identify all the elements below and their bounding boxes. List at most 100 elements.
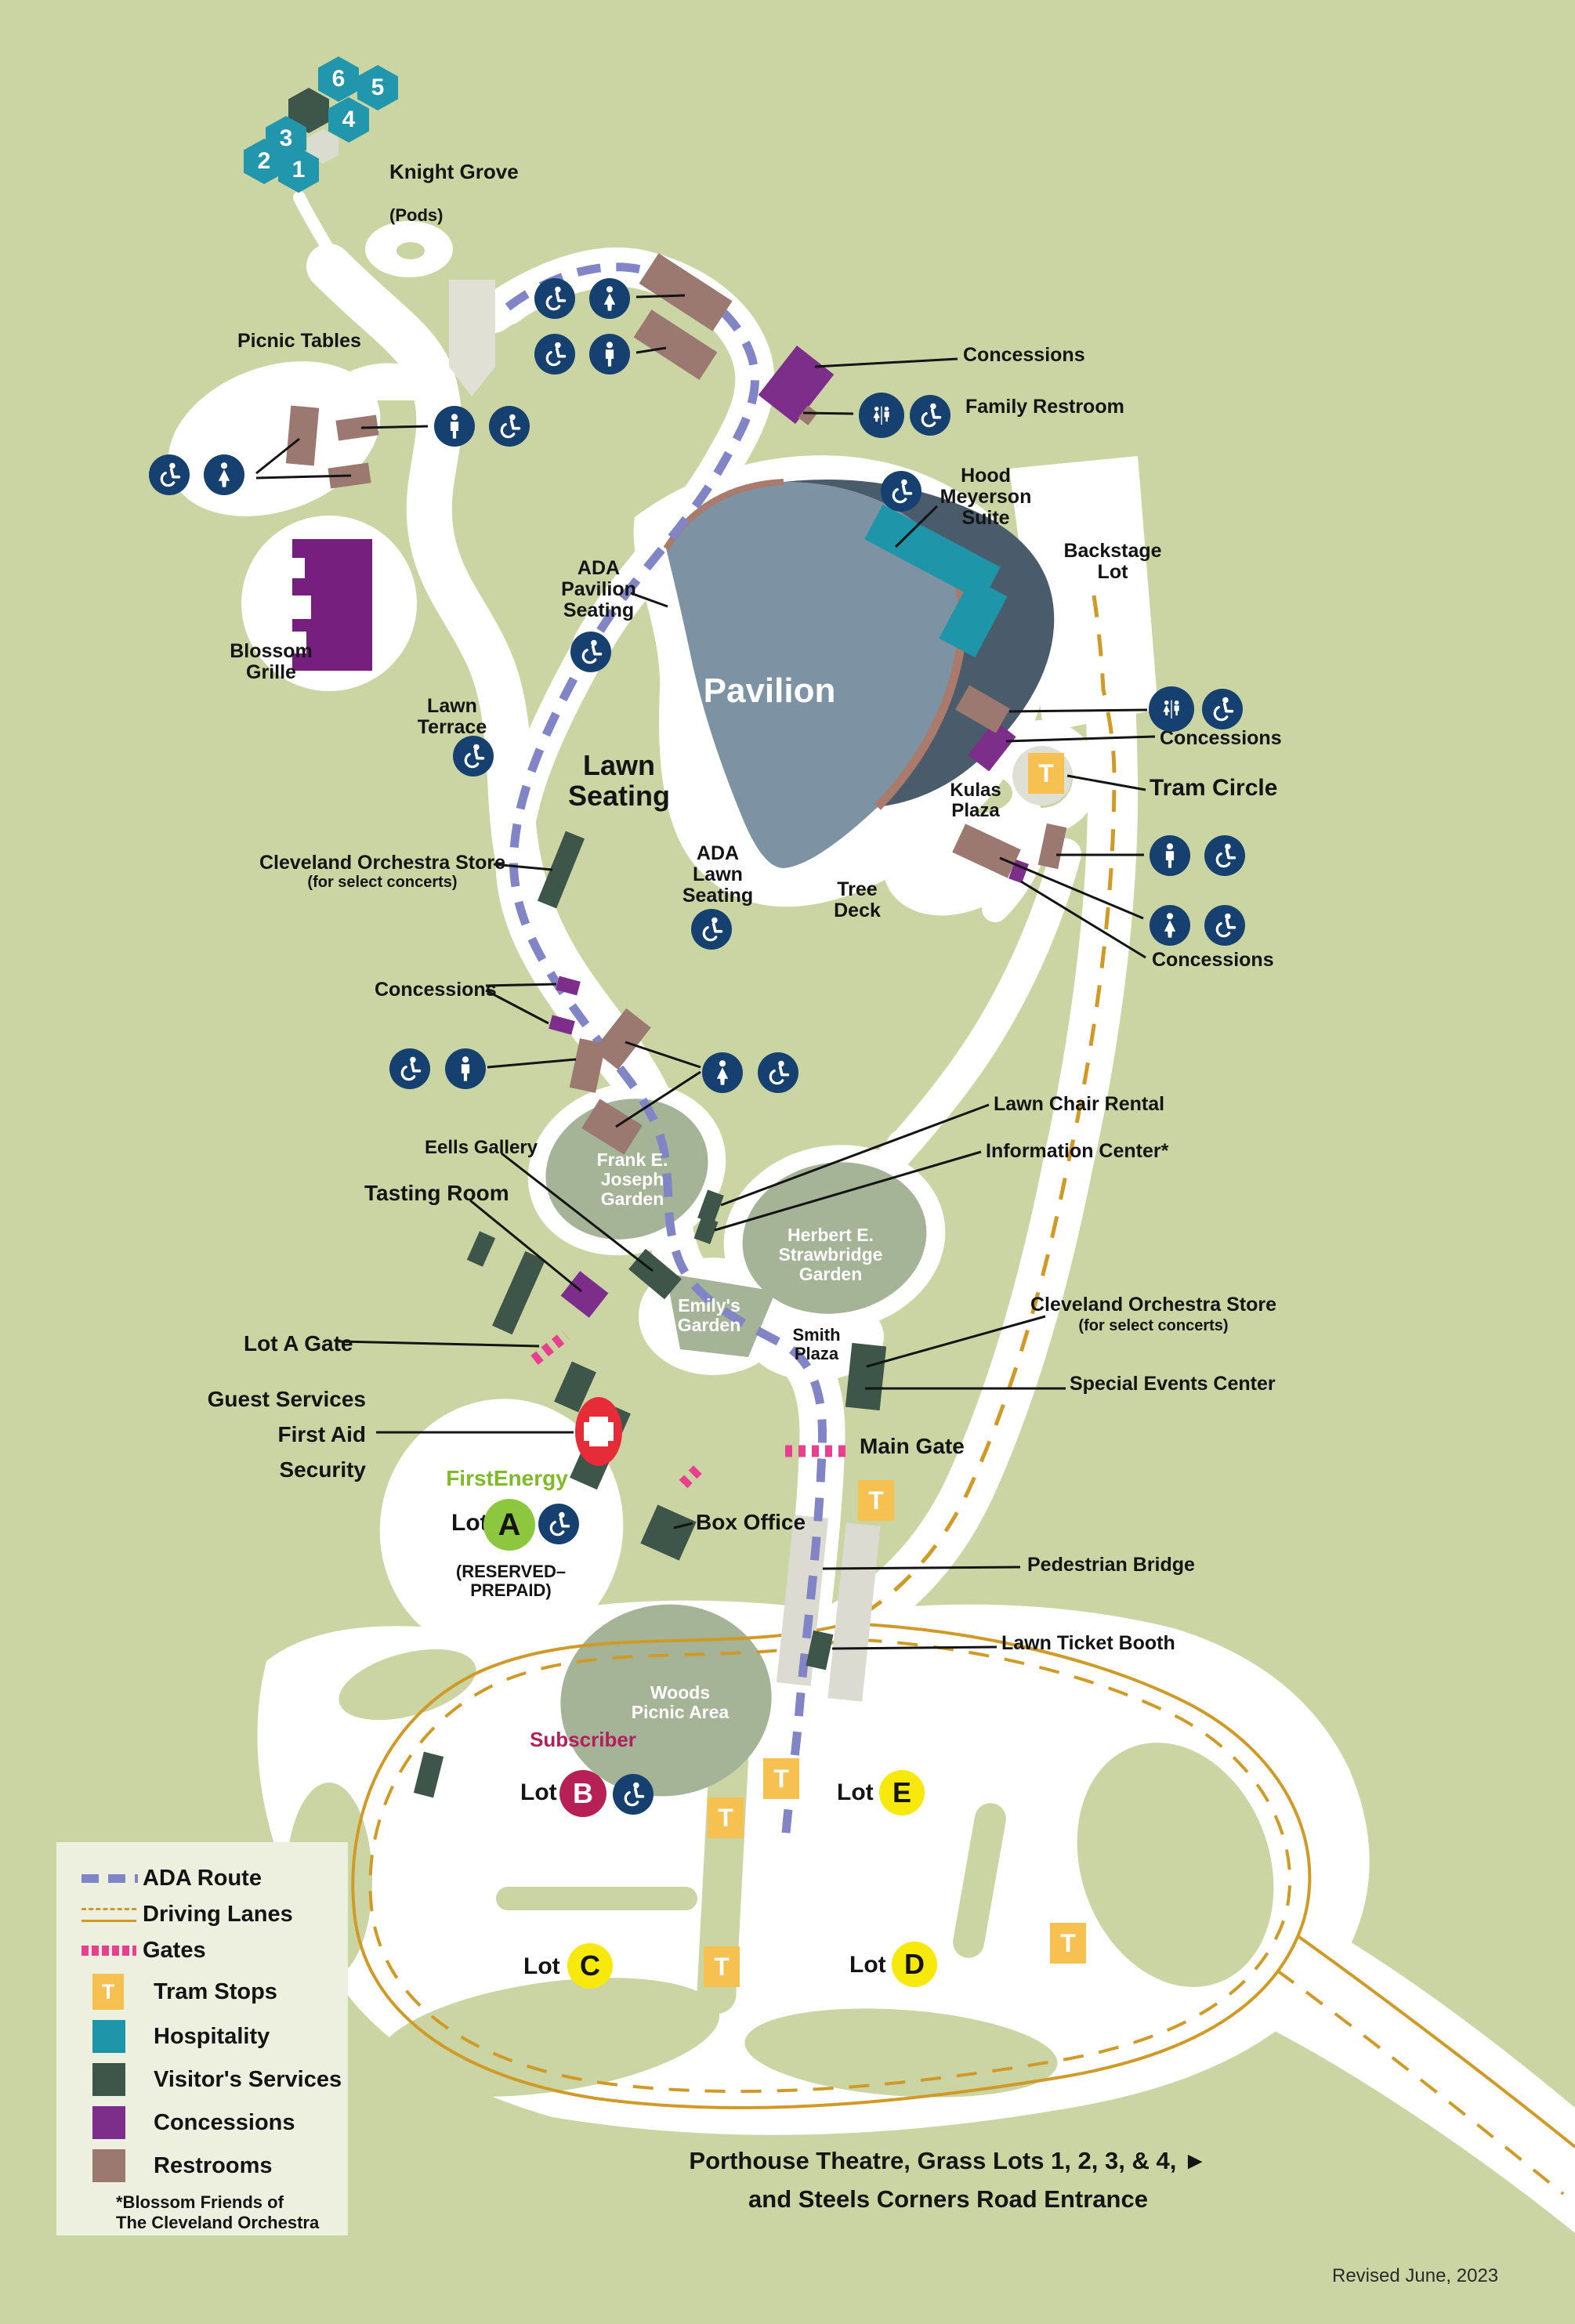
pod-4-label: 4 (342, 107, 356, 132)
wheelchair-icon (1204, 835, 1245, 876)
lot-c-word: Lot (523, 1953, 560, 1979)
pod-1-label: 1 (291, 157, 306, 183)
restrooms-swatch (92, 2149, 125, 2182)
lot-a-word: Lot (451, 1510, 488, 1536)
main-gate-label: Main Gate (860, 1434, 965, 1458)
womens-restroom-icon (702, 1052, 743, 1093)
concessions-mid-label: Concessions (375, 979, 497, 1001)
tram-stop-tram-circle[interactable]: T (1028, 753, 1064, 794)
lawn-ticket-booth-label: Lawn Ticket Booth (1001, 1632, 1175, 1654)
legend-item-hospitality: Hospitality (81, 2020, 348, 2053)
legend-label: Hospitality (154, 2023, 270, 2049)
legend-label: Tram Stops (154, 1978, 277, 2004)
family-restroom-label: Family Restroom (965, 396, 1124, 418)
legend-label: ADA Route (143, 1866, 262, 1891)
orchestra-store-2-sub: (for select concerts) (1078, 1317, 1229, 1334)
lawn-terrace-label: Lawn Terrace (417, 695, 487, 738)
pedestrian-bridge-label: Pedestrian Bridge (1027, 1554, 1195, 1576)
knight-grove-title: Knight Grove (389, 160, 519, 183)
tram-stop-letter: T (773, 1764, 789, 1793)
pod-6-label: 6 (331, 66, 346, 92)
pavilion-label: Pavilion (703, 671, 836, 710)
smith-plaza-label: Smith Plaza (792, 1325, 841, 1363)
picnic-tables-label: Picnic Tables (237, 330, 361, 352)
backstage-lot-label: Backstage Lot (1063, 540, 1162, 583)
woods-picnic-area-blob (560, 1604, 772, 1797)
box-office-label: Box Office (696, 1510, 806, 1534)
lot-a-gate-label: Lot A Gate (244, 1331, 353, 1356)
legend-label: Gates (143, 1938, 206, 1963)
stage-structure (449, 280, 495, 396)
legend-label: Driving Lanes (143, 1902, 293, 1927)
wheelchair-icon (910, 395, 950, 436)
pod-5-label: 5 (371, 74, 385, 100)
tram-stop-lot-b[interactable]: T (708, 1797, 744, 1838)
gates-swatch (81, 1946, 136, 1956)
mens-restroom-icon (1150, 835, 1190, 876)
legend-item-restrooms: Restrooms (81, 2149, 348, 2182)
gardens (545, 1099, 927, 1797)
wheelchair-icon (613, 1774, 654, 1815)
wheelchair-icon (1202, 689, 1243, 729)
woods-picnic-area-label: Woods Picnic Area (631, 1682, 730, 1722)
herbert-e-strawbridge-garden-area (742, 1162, 927, 1314)
mens-restroom-icon (589, 334, 630, 375)
driving-lanes (351, 595, 1575, 2195)
revised-date: Revised June, 2023 (1332, 2265, 1499, 2286)
wheelchair-icon (534, 278, 575, 319)
lot-e-marker[interactable]: E (879, 1770, 925, 1815)
wheelchair-icon (538, 1504, 579, 1544)
ada-route-path (505, 262, 827, 1834)
wheelchair-icon (758, 1052, 798, 1093)
lot-c-letter: C (580, 1949, 600, 1982)
mens-restroom-icon (445, 1048, 486, 1089)
wheelchair-icon (389, 1048, 430, 1089)
legend-item-ada-route: ADA Route (81, 1866, 348, 1891)
orchestra-store-1-sub: (for select concerts) (307, 874, 458, 891)
wheelchair-icon (691, 909, 732, 950)
tram-stop-lot-d[interactable]: T (1050, 1923, 1086, 1964)
concessions-swatch (92, 2106, 125, 2139)
lawn-seating-label: Lawn Seating (567, 749, 671, 812)
wheelchair-icon (570, 632, 611, 672)
legend-item-visitors-services: Visitor's Services (81, 2063, 348, 2096)
ada-lawn-seating-label: ADA Lawn Seating (682, 842, 754, 907)
herbert-strawbridge-garden-label: Herbert E. Strawbridge Garden (778, 1225, 883, 1284)
driving-lanes-swatch (81, 1907, 136, 1922)
wheelchair-icon (534, 334, 575, 375)
tram-stop-letter: T (1060, 1928, 1076, 1957)
lot-a-marker[interactable]: A (483, 1499, 535, 1551)
knight-grove-sublabel: (Pods) (389, 205, 444, 225)
legend-label: Concessions (154, 2109, 295, 2135)
reserved-prepaid-label: (RESERVED– PREPAID) (455, 1562, 567, 1600)
frank-joseph-garden-label: Frank E. Joseph Garden (596, 1149, 668, 1209)
wheelchair-icon (881, 471, 921, 512)
blossom-grille-building (292, 539, 372, 671)
lot-b-marker[interactable]: B (559, 1770, 606, 1817)
pod-2-label: 2 (257, 148, 271, 174)
lot-c-marker[interactable]: C (567, 1943, 613, 1989)
guest-services-label: Guest Services First Aid Security (207, 1387, 366, 1482)
orchestra-store-1-label: Cleveland Orchestra Store (259, 852, 506, 874)
emilys-garden-label: Emily's Garden (677, 1295, 741, 1335)
lot-d-marker[interactable]: D (892, 1942, 937, 1987)
concessions-right-lower-label: Concessions (1152, 949, 1274, 971)
legend-footnote: *Blossom Friends of The Cleveland Orches… (116, 2192, 320, 2233)
legend-item-concessions: Concessions (81, 2106, 348, 2139)
porthouse-direction-line2: and Steels Corners Road Entrance (748, 2185, 1148, 2213)
mens-restroom-icon (434, 406, 475, 447)
concessions-right-upper-label: Concessions (1160, 727, 1282, 749)
hospitality-buildings (864, 505, 1008, 658)
tram-stop-main-gate[interactable]: T (858, 1480, 894, 1521)
tram-stop-lot-e[interactable]: T (763, 1758, 799, 1799)
wheelchair-icon (489, 406, 530, 447)
restroom-buildings (285, 253, 1067, 1155)
hood-meyerson-suite-label: Hood Meyerson Suite (940, 465, 1032, 529)
ada-route-swatch (81, 1874, 138, 1883)
lot-e-word: Lot (837, 1779, 874, 1805)
lot-b-word: Lot (520, 1779, 557, 1805)
tram-stop-lot-c[interactable]: T (704, 1946, 740, 1987)
orchestra-store-2-label: Cleveland Orchestra Store (1030, 1294, 1277, 1316)
legend-label: Visitor's Services (154, 2066, 342, 2092)
